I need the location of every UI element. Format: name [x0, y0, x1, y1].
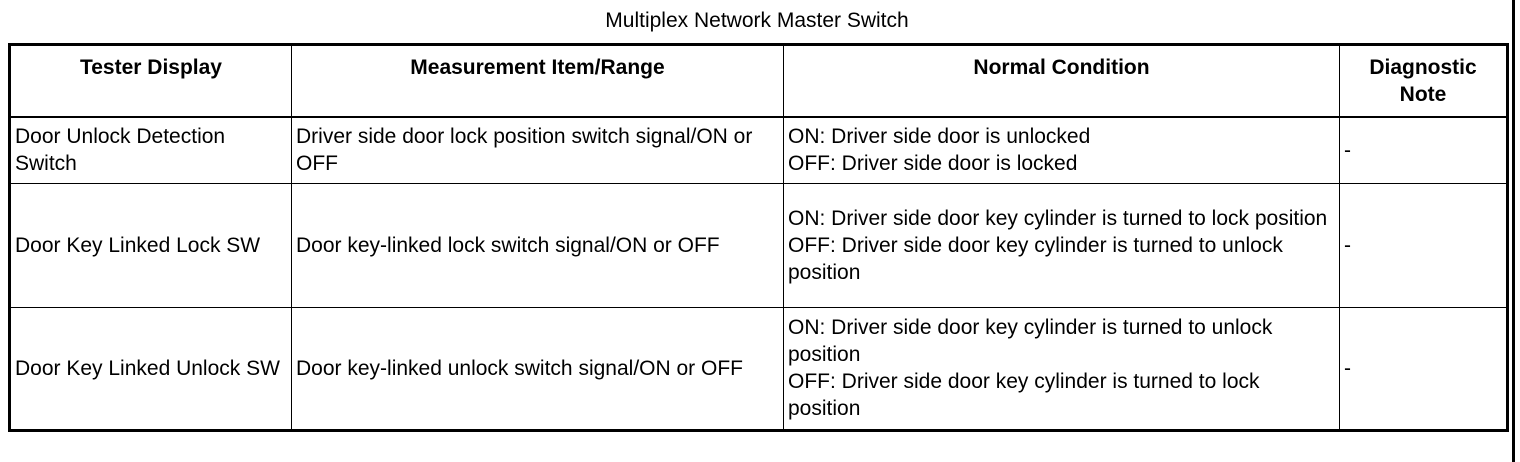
cell-measurement: Door key-linked lock switch signal/ON or… — [291, 182, 784, 308]
page-edge-rule — [1512, 0, 1515, 462]
cell-tester-display: Door Unlock Detection Switch — [9, 116, 292, 184]
cell-measurement: Door key-linked unlock switch signal/ON … — [291, 306, 784, 431]
header-tester-display: Tester Display — [9, 44, 292, 118]
cell-normal-condition: ON: Driver side door key cylinder is tur… — [783, 182, 1340, 308]
table-row: Door Key Linked Unlock SW Door key-linke… — [9, 306, 1508, 431]
table-row: Door Unlock Detection Switch Driver side… — [9, 116, 1508, 184]
table-caption: Multiplex Network Master Switch — [605, 9, 909, 32]
cell-normal-condition: ON: Driver side door key cylinder is tur… — [783, 306, 1340, 431]
cell-measurement: Driver side door lock position switch si… — [291, 116, 784, 184]
condition-off: OFF: Driver side door key cylinder is tu… — [788, 370, 1260, 420]
cell-diagnostic-note: - — [1339, 306, 1508, 431]
cell-tester-display: Door Key Linked Unlock SW — [9, 306, 292, 431]
cell-tester-display: Door Key Linked Lock SW — [9, 182, 292, 308]
condition-on: ON: Driver side door key cylinder is tur… — [788, 206, 1328, 230]
table-row: Door Key Linked Lock SW Door key-linked … — [9, 182, 1508, 308]
condition-on: ON: Driver side door is unlocked — [788, 125, 1091, 149]
cell-normal-condition: ON: Driver side door is unlocked OFF: Dr… — [783, 116, 1340, 184]
header-diagnostic-note: Diagnostic Note — [1339, 44, 1508, 118]
data-list-table: Tester Display Measurement Item/Range No… — [8, 43, 1509, 432]
cell-diagnostic-note: - — [1339, 182, 1508, 308]
header-row: Tester Display Measurement Item/Range No… — [9, 44, 1508, 118]
cell-diagnostic-note: - — [1339, 116, 1508, 184]
header-normal-condition: Normal Condition — [783, 44, 1340, 118]
header-measurement: Measurement Item/Range — [291, 44, 784, 118]
condition-on: ON: Driver side door key cylinder is tur… — [788, 316, 1273, 366]
condition-off: OFF: Driver side door key cylinder is tu… — [788, 233, 1283, 284]
condition-off: OFF: Driver side door is locked — [788, 152, 1078, 176]
